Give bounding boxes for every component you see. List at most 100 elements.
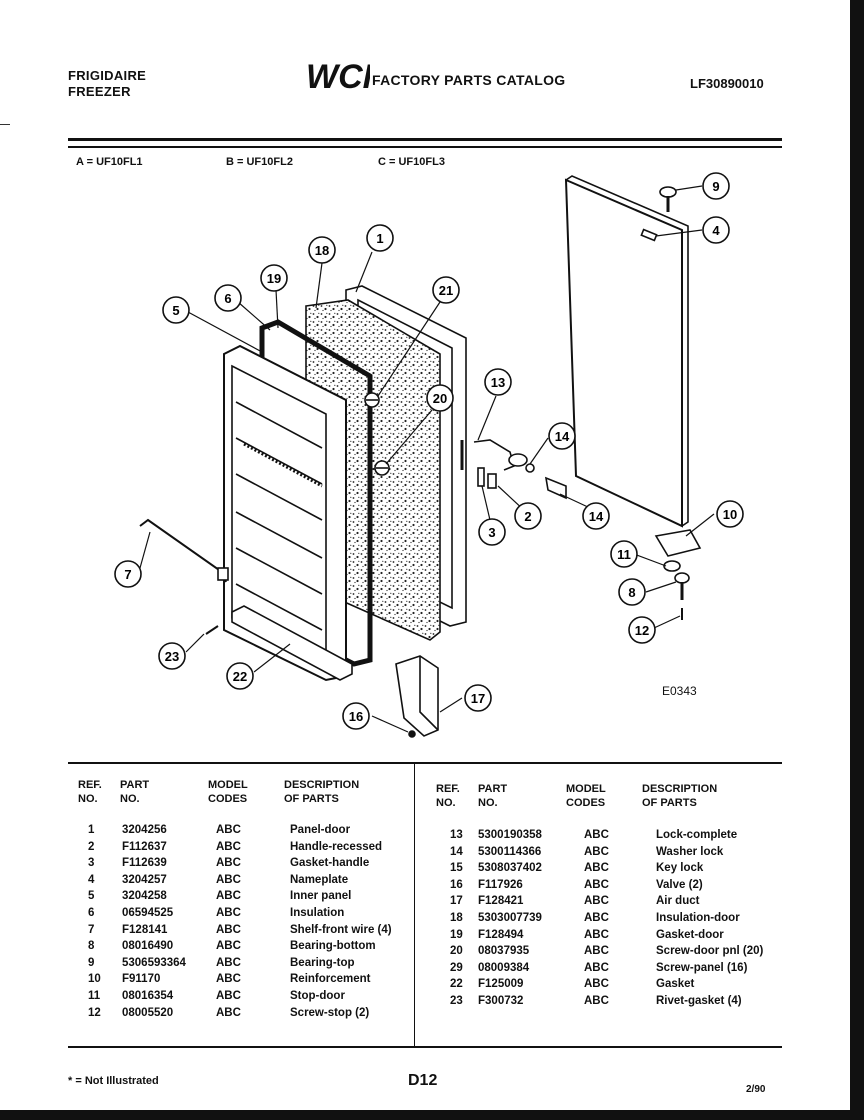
valve-part xyxy=(408,730,416,738)
part-number: 08005520 xyxy=(122,1006,174,1019)
callout-12: 12 xyxy=(628,616,656,644)
model-codes: ABC xyxy=(584,829,609,841)
model-codes: ABC xyxy=(584,961,609,974)
svg-text:22: 22 xyxy=(233,669,247,684)
callout-6: 6 xyxy=(214,284,242,312)
part-description: Bearing-bottom xyxy=(290,940,376,953)
callout-16: 16 xyxy=(342,702,370,730)
table-rule-top xyxy=(68,762,782,764)
model-c: C = UF10FL3 xyxy=(378,156,445,168)
door-panel-part xyxy=(564,175,689,528)
part-number: 5300114366 xyxy=(478,845,542,858)
part-description: Gasket-handle xyxy=(290,857,370,870)
callout-11: 11 xyxy=(610,540,638,568)
callout-23: 23 xyxy=(158,642,186,670)
callout-18: 18 xyxy=(308,236,336,264)
svg-text:10: 10 xyxy=(723,507,737,522)
part-description: Shelf-front wire (4) xyxy=(290,923,392,936)
part-description: Gasket xyxy=(656,978,695,991)
model-codes: ABC xyxy=(584,995,609,1007)
model-codes: ABC xyxy=(216,956,241,969)
footnote: * = Not Illustrated xyxy=(68,1075,159,1087)
callout-10: 10 xyxy=(716,500,744,528)
ref-number: 5 xyxy=(88,890,95,903)
ref-number: 1 xyxy=(88,824,95,836)
ref-number: 23 xyxy=(450,995,463,1007)
header-ref: REF.NO. xyxy=(436,783,460,809)
model-codes: ABC xyxy=(584,895,609,908)
ref-number: 18 xyxy=(450,912,463,924)
callout-13: 13 xyxy=(484,368,512,396)
model-codes: ABC xyxy=(216,890,241,903)
ref-number: 9 xyxy=(88,956,95,969)
part-description: Screw-panel (16) xyxy=(656,961,748,974)
callout-2: 2 xyxy=(514,502,542,530)
part-number: 5306593364 xyxy=(122,956,186,969)
part-description: Air duct xyxy=(656,895,700,908)
model-codes: ABC xyxy=(584,928,609,941)
part-description: Screw-door pnl (20) xyxy=(656,945,764,958)
svg-text:14: 14 xyxy=(555,429,570,444)
ref-number: 3 xyxy=(88,857,95,870)
model-a: A = UF10FL1 xyxy=(76,156,143,168)
header-ref: REF.NO. xyxy=(78,779,102,805)
model-codes: ABC xyxy=(216,873,241,886)
ref-number: 11 xyxy=(88,990,101,1002)
model-codes: ABC xyxy=(584,862,609,875)
part-description: Nameplate xyxy=(290,873,349,886)
model-codes: ABC xyxy=(216,923,241,936)
svg-text:1: 1 xyxy=(376,231,383,246)
brand-name: FRIGIDAIRE xyxy=(68,68,147,83)
part-number: F117926 xyxy=(478,878,523,891)
part-description: Stop-door xyxy=(290,990,345,1002)
ref-number: 15 xyxy=(450,862,463,875)
page-frame-bottom xyxy=(0,1110,864,1120)
svg-text:14: 14 xyxy=(589,509,604,524)
ref-number: 7 xyxy=(88,923,95,936)
svg-text:6: 6 xyxy=(224,291,231,306)
model-codes: ABC xyxy=(584,978,609,991)
part-number: 08016490 xyxy=(122,940,174,953)
svg-text:18: 18 xyxy=(315,243,329,258)
part-description: Lock-complete xyxy=(656,829,738,841)
callout-8: 8 xyxy=(618,578,646,606)
bottom-gasket-part xyxy=(231,605,353,681)
svg-text:5: 5 xyxy=(172,303,179,318)
header-rule-top xyxy=(68,138,782,141)
model-codes: ABC xyxy=(584,912,609,924)
wci-logo: WCI xyxy=(306,58,370,92)
part-number: 3204257 xyxy=(122,873,167,886)
ref-number: 17 xyxy=(450,895,463,908)
brand-block: FRIGIDAIRE FREEZER xyxy=(68,68,146,100)
ref-number: 2 xyxy=(88,840,95,853)
model-codes: ABC xyxy=(584,878,609,891)
svg-text:19: 19 xyxy=(267,271,281,286)
catalog-title: FACTORY PARTS CATALOG xyxy=(372,72,566,88)
part-number: 06594525 xyxy=(122,907,174,919)
part-number: 3204256 xyxy=(122,824,167,836)
callouts: 1 2 3 4 5 6 7 8 9 10 11 12 13 14 14 16 1… xyxy=(114,172,744,730)
part-description: Key lock xyxy=(656,862,704,875)
ref-number: 4 xyxy=(88,873,95,886)
model-codes: ABC xyxy=(584,945,609,958)
model-codes: ABC xyxy=(216,857,241,870)
part-description: Rivet-gasket (4) xyxy=(656,995,742,1007)
svg-text:12: 12 xyxy=(635,623,649,638)
part-description: Inner panel xyxy=(290,890,352,903)
svg-text:23: 23 xyxy=(165,649,179,664)
part-number: F128141 xyxy=(122,923,168,936)
part-description: Gasket-door xyxy=(656,928,724,941)
table-rule-bottom xyxy=(68,1046,782,1048)
ref-number: 20 xyxy=(450,945,463,958)
ref-number: 22 xyxy=(450,978,463,991)
svg-text:21: 21 xyxy=(439,283,453,298)
svg-text:3: 3 xyxy=(488,525,495,540)
model-codes: ABC xyxy=(216,973,241,986)
screw-parts xyxy=(364,392,390,476)
callout-14a: 14 xyxy=(548,422,576,450)
part-number: 3204258 xyxy=(122,890,167,903)
callout-3: 3 xyxy=(478,518,506,546)
svg-text:2: 2 xyxy=(524,509,531,524)
